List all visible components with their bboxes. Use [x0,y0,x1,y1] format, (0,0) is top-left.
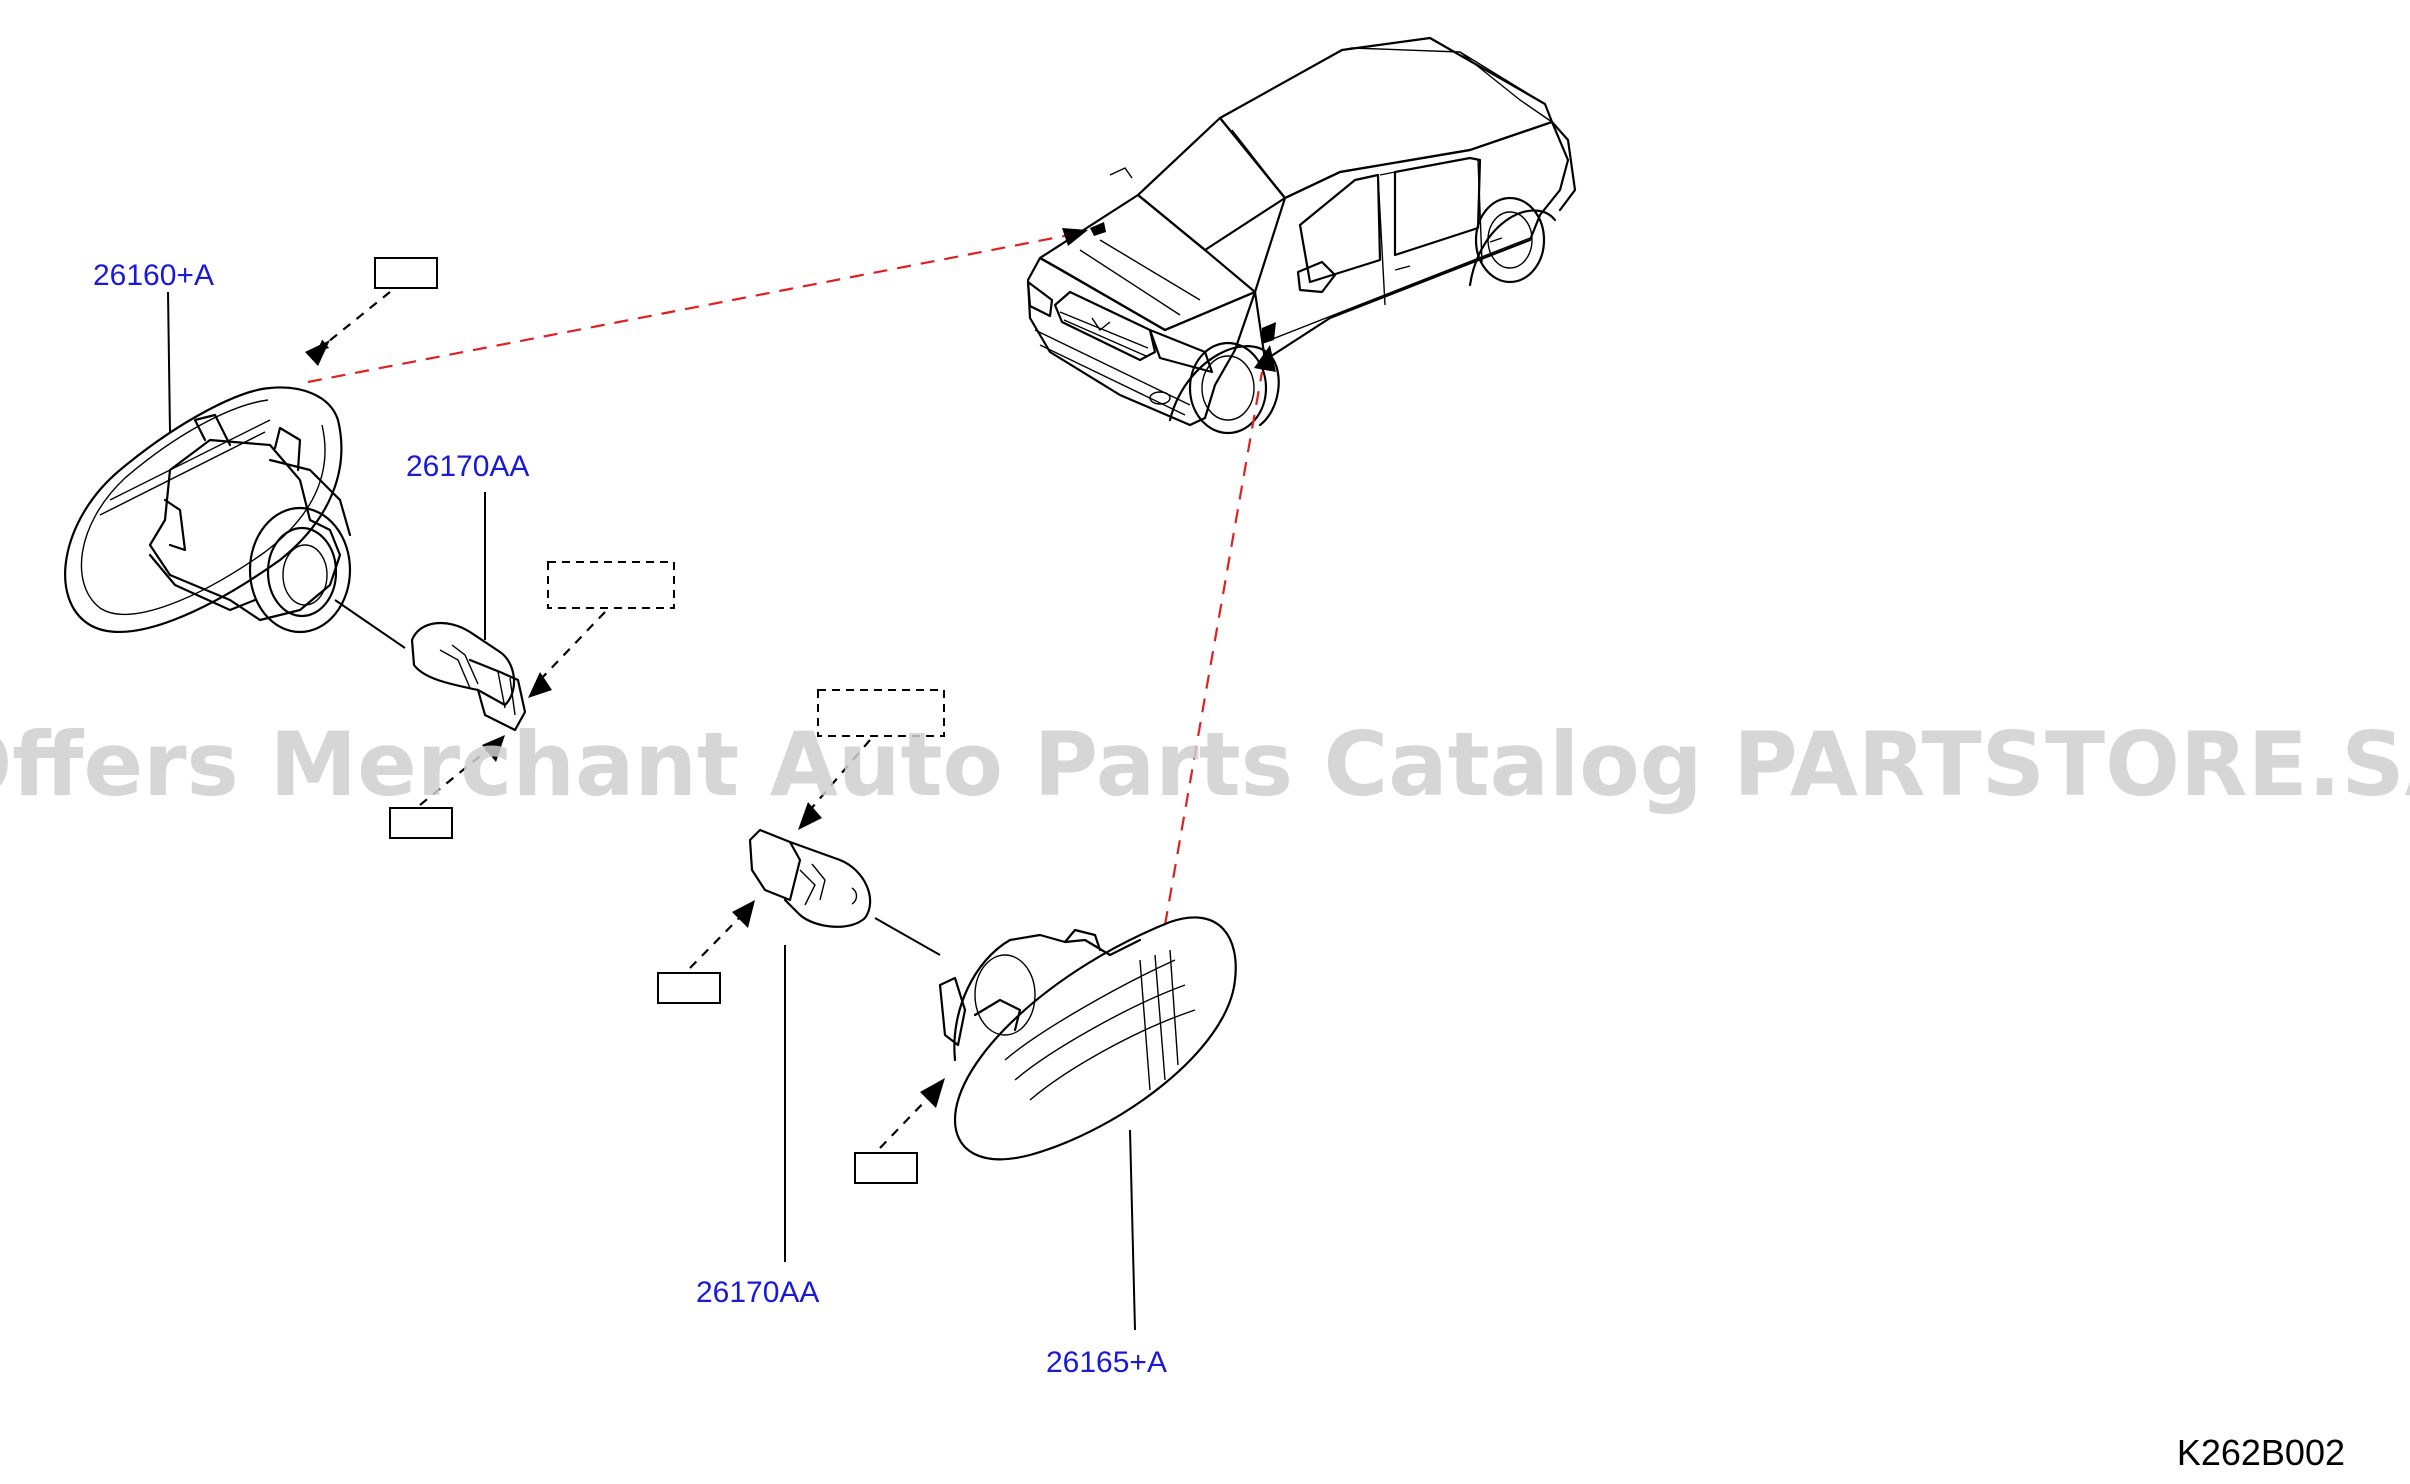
leader-left-lamp-to-car [307,230,1086,384]
callout-box-dashed [547,561,675,609]
bulb-axis-line [334,599,406,649]
part-label-26170-top[interactable]: 26170AA [406,450,529,483]
arrow-icon [305,340,330,366]
arrow-icon [1062,228,1088,246]
callout-boxes [305,257,945,1184]
diagram-ref-code: K262B002 [2177,1432,2345,1473]
arrow-icon [732,900,755,928]
label-leaders [167,291,1136,1331]
callout-box [389,807,453,839]
callout-box [657,972,721,1004]
part-label-26160[interactable]: 26160+A [93,259,214,292]
callout-box-dashed [817,689,945,737]
leader-right-lamp-to-car [1163,371,1264,926]
arrow-icon [1254,345,1276,372]
side-lamp-right[interactable] [938,916,1237,1161]
watermark: Offers Merchant Auto Parts Catalog PARTS… [0,713,2410,816]
arrow-icon [920,1078,945,1108]
callout-arrow [689,914,743,969]
arrow-icon [482,735,505,762]
callout-arrow [879,1097,929,1149]
callout-box [854,1152,918,1184]
bulb-axis-line [874,917,941,956]
callout-arrow [539,611,606,681]
callout-arrow [419,747,491,806]
leader-26160 [167,291,171,433]
bulb-right[interactable] [748,828,941,956]
part-label-26165[interactable]: 26165+A [1046,1346,1167,1379]
arrow-icon [528,672,552,698]
side-lamp-left[interactable] [64,386,352,634]
arrow-icon [798,802,822,830]
location-leaders [307,228,1276,926]
callout-arrow [809,739,871,811]
part-label-26170-bottom[interactable]: 26170AA [696,1276,819,1309]
callout-box [374,257,438,289]
bulb-left[interactable] [334,599,527,732]
leader-26165 [1129,1129,1136,1331]
car-illustration [1026,36,1577,435]
